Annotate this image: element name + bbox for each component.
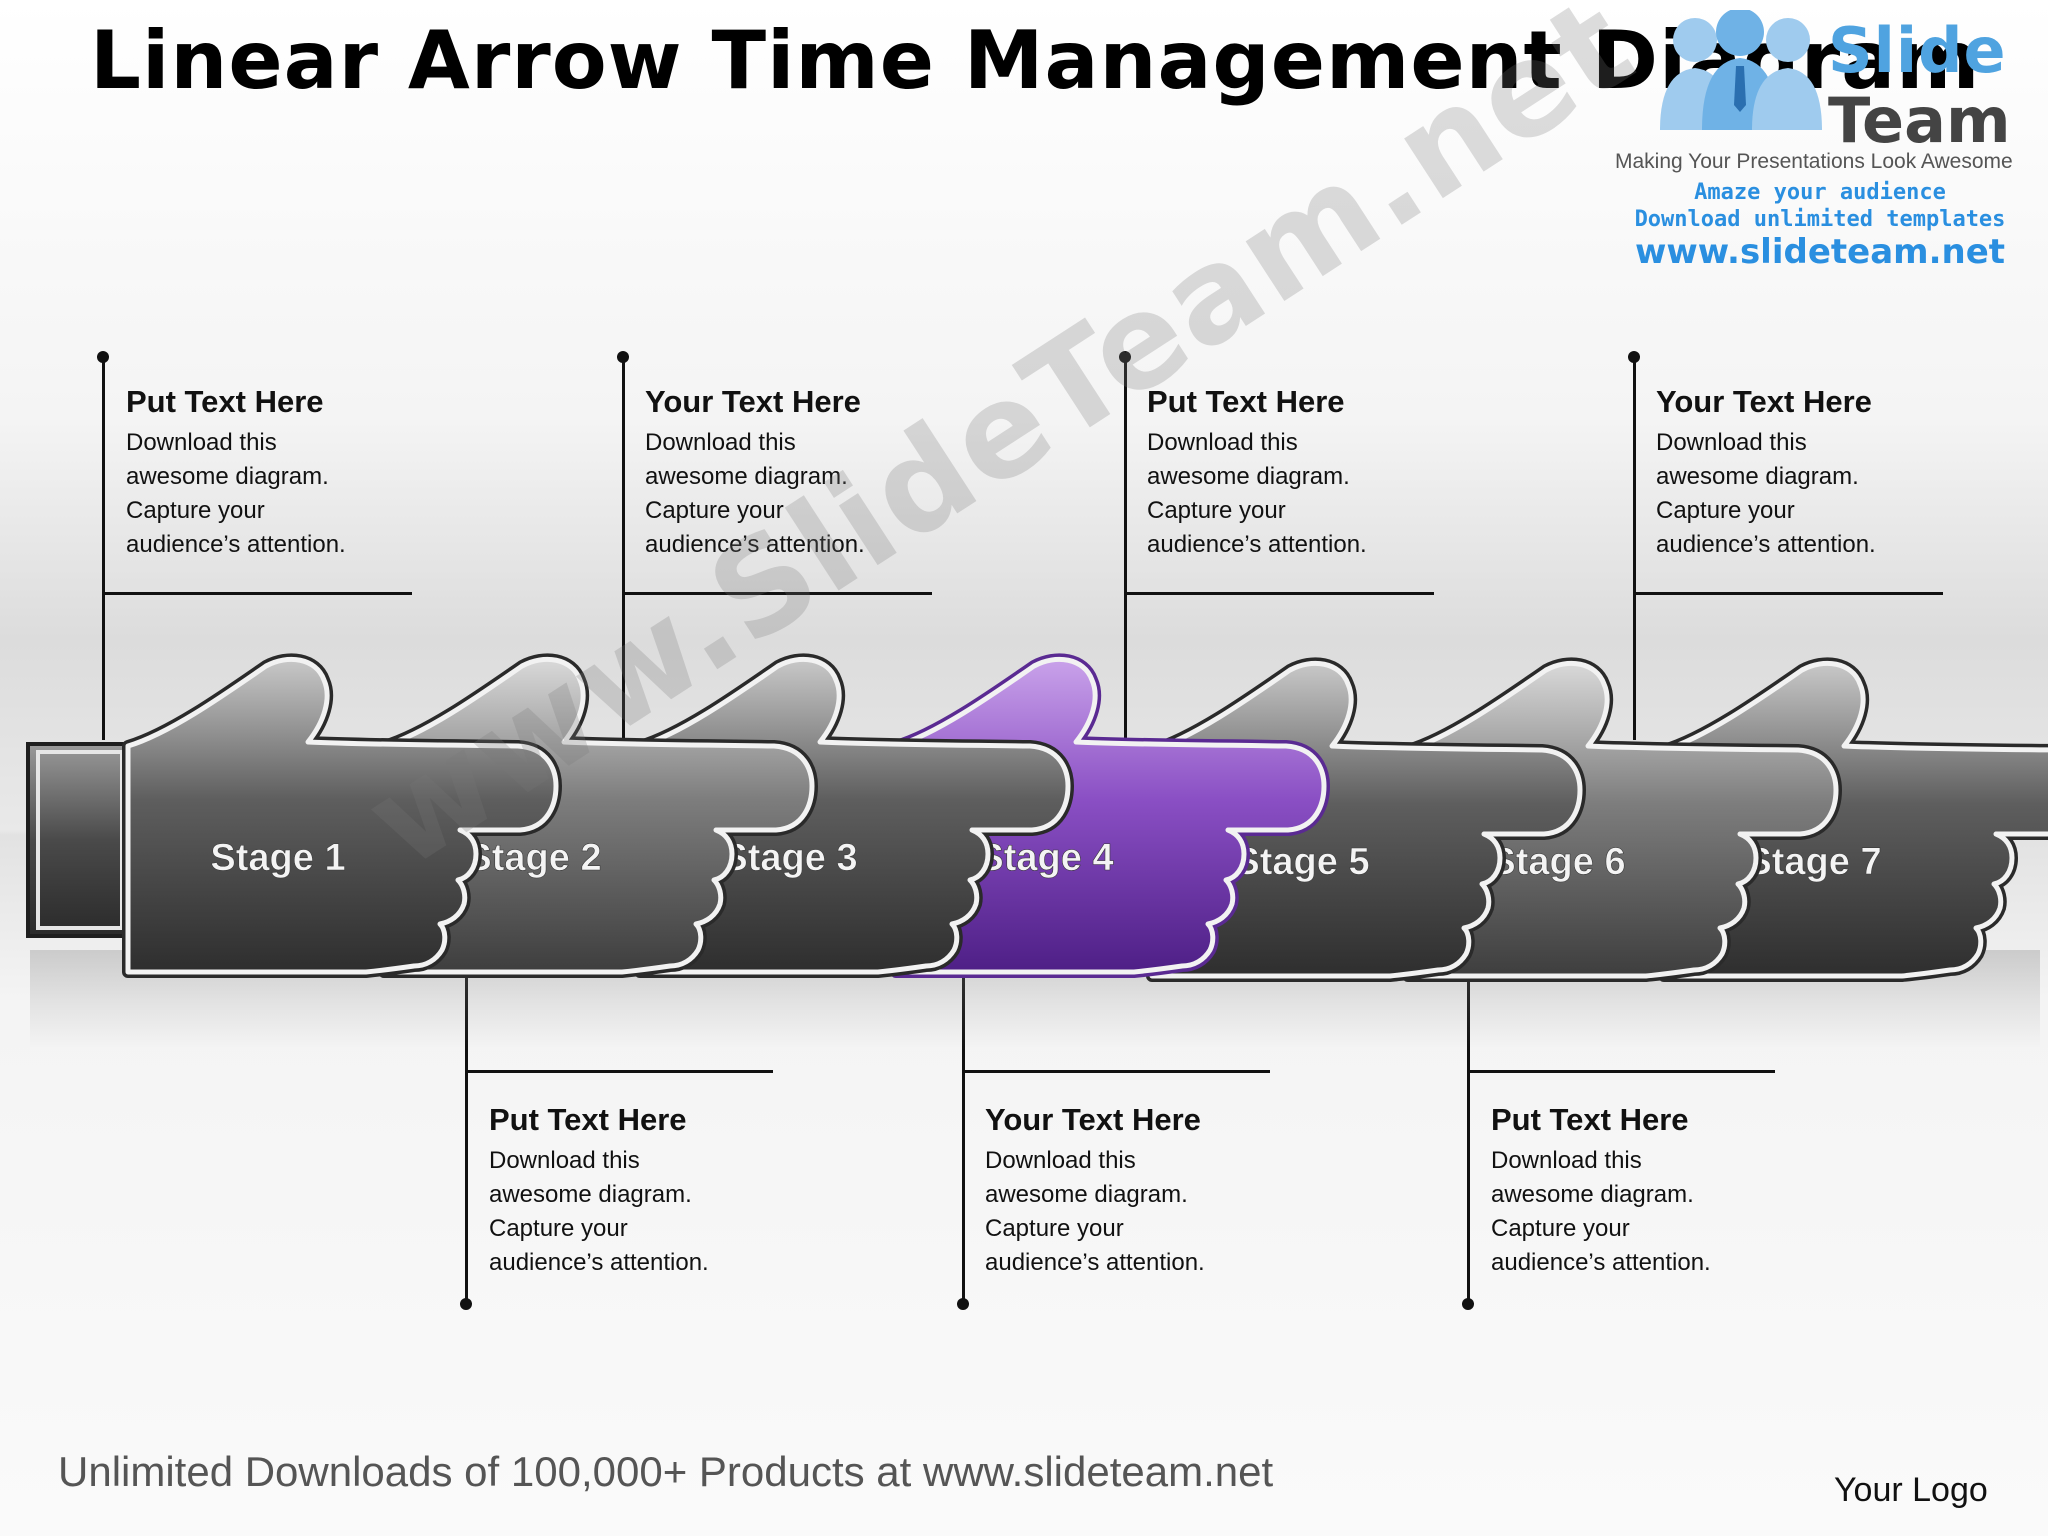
stage-2-label: Stage 2 bbox=[466, 837, 601, 879]
footer-text: Unlimited Downloads of 100,000+ Products… bbox=[58, 1448, 1274, 1495]
callout-bottom-1-horizontal bbox=[465, 1070, 773, 1073]
callout-top-4-body: Download this awesome diagram. Capture y… bbox=[1656, 429, 1876, 558]
people-logo-icon bbox=[1660, 10, 1822, 130]
callout-bottom-2-dot bbox=[957, 1298, 969, 1310]
logo-placeholder: Your Logo bbox=[1834, 1471, 1988, 1509]
callout-top-1-horizontal bbox=[102, 592, 412, 595]
callout-bottom-1-heading: Put Text Here bbox=[489, 1102, 687, 1137]
callout-top-1-vertical bbox=[102, 356, 105, 740]
callout-bottom-2-vertical bbox=[962, 940, 965, 1304]
stage-4-label: Stage 4 bbox=[978, 837, 1113, 879]
callout-top-3-text: Put Text Here Download this awesome diag… bbox=[1147, 384, 1477, 562]
stage-6-hand: Stage 6 bbox=[1408, 663, 1836, 976]
stage-7-label: Stage 7 bbox=[1746, 841, 1881, 883]
callout-top-2-body: Download this awesome diagram. Capture y… bbox=[645, 429, 865, 558]
callout-top-3-horizontal bbox=[1124, 592, 1434, 595]
callout-bottom-3-heading: Put Text Here bbox=[1491, 1102, 1689, 1137]
stage-5-hand: Stage 5 bbox=[1152, 663, 1580, 976]
brand-url-link[interactable]: www.slideteam.net bbox=[1634, 232, 2006, 272]
brand-tagline: Making Your Presentations Look Awesome bbox=[1615, 150, 2013, 173]
callout-top-2-horizontal bbox=[622, 592, 932, 595]
callout-top-4-vertical bbox=[1633, 356, 1636, 740]
stage-3-hand: Stage 3 bbox=[640, 659, 1068, 972]
brand-promo-line-2: Download unlimited templates bbox=[1634, 207, 2006, 232]
stage-1-label: Stage 1 bbox=[210, 837, 345, 879]
stage-5-label: Stage 5 bbox=[1234, 841, 1369, 883]
callout-bottom-3-vertical bbox=[1467, 940, 1470, 1304]
callout-bottom-3-body: Download this awesome diagram. Capture y… bbox=[1491, 1147, 1711, 1276]
callout-top-1-text: Put Text Here Download this awesome diag… bbox=[126, 384, 456, 562]
stage-1-hand: Stage 1 bbox=[128, 659, 556, 972]
callout-bottom-3-horizontal bbox=[1467, 1070, 1775, 1073]
callout-top-4-text: Your Text Here Download this awesome dia… bbox=[1656, 384, 1986, 562]
callout-top-3-heading: Put Text Here bbox=[1147, 384, 1345, 419]
callout-bottom-1-vertical bbox=[465, 940, 468, 1304]
page-title: Linear Arrow Time Management Diagram bbox=[90, 14, 1981, 107]
brand-promo-line-1: Amaze your audience bbox=[1694, 180, 1946, 205]
brand-name-slide: Slide bbox=[1828, 14, 2007, 87]
stage-4-hand: Stage 4 bbox=[896, 659, 1324, 972]
stage-7-hand: Stage 7 bbox=[1664, 663, 2048, 976]
stage-3-label: Stage 3 bbox=[722, 837, 857, 879]
callout-top-4-horizontal bbox=[1633, 592, 1943, 595]
callout-top-1-heading: Put Text Here bbox=[126, 384, 324, 419]
callout-top-1-body: Download this awesome diagram. Capture y… bbox=[126, 429, 346, 558]
callout-bottom-1-dot bbox=[460, 1298, 472, 1310]
callout-bottom-2-text: Your Text Here Download this awesome dia… bbox=[985, 1102, 1315, 1280]
callout-bottom-2-body: Download this awesome diagram. Capture y… bbox=[985, 1147, 1205, 1276]
callout-top-2-vertical bbox=[622, 356, 625, 740]
callout-bottom-1-text: Put Text Here Download this awesome diag… bbox=[489, 1102, 819, 1280]
callout-top-2-heading: Your Text Here bbox=[645, 384, 861, 419]
callout-bottom-2-horizontal bbox=[962, 1070, 1270, 1073]
slideteam-brand-logo: Slide Team Making Your Presentations Loo… bbox=[1610, 10, 2030, 272]
callout-top-4-heading: Your Text Here bbox=[1656, 384, 1872, 419]
brand-name-team: Team bbox=[1828, 84, 2011, 157]
callout-bottom-2-heading: Your Text Here bbox=[985, 1102, 1201, 1137]
callout-top-3-body: Download this awesome diagram. Capture y… bbox=[1147, 429, 1367, 558]
stage-2-hand: Stage 2 bbox=[384, 659, 812, 972]
stage-6-label: Stage 6 bbox=[1490, 841, 1625, 883]
callout-top-2-text: Your Text Here Download this awesome dia… bbox=[645, 384, 975, 562]
callout-bottom-3-text: Put Text Here Download this awesome diag… bbox=[1491, 1102, 1821, 1280]
callout-bottom-1-body: Download this awesome diagram. Capture y… bbox=[489, 1147, 709, 1276]
callout-top-3-vertical bbox=[1124, 356, 1127, 740]
callout-bottom-3-dot bbox=[1462, 1298, 1474, 1310]
